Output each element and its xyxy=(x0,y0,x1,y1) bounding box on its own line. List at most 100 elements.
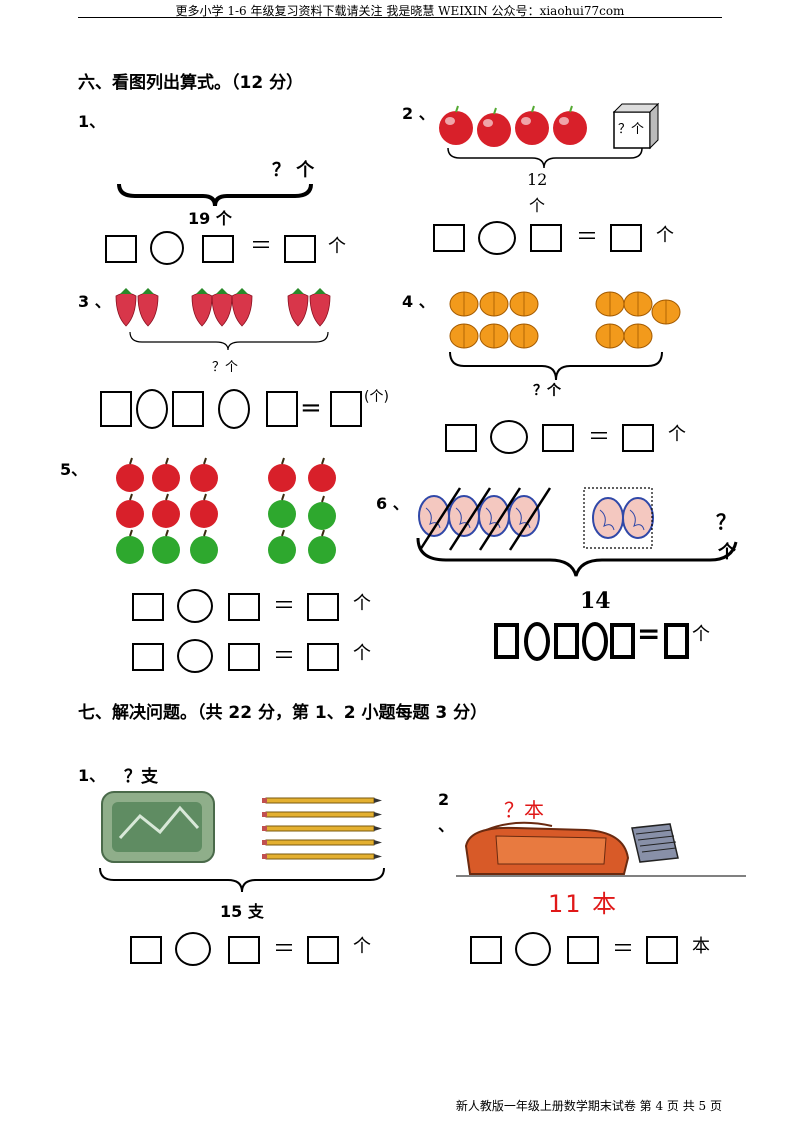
q5-row1-answer-box-1[interactable] xyxy=(132,593,164,621)
q6-eggs xyxy=(416,487,738,577)
q5-row2-equals: ＝ xyxy=(273,644,296,669)
s7-q2-answer-box-2[interactable] xyxy=(567,936,599,964)
q3-answer-box-2[interactable] xyxy=(172,391,204,427)
s7-q2-question-label: ？本 xyxy=(504,798,544,822)
q2-answer-box-2[interactable] xyxy=(530,224,562,252)
q3-number: 3 、 xyxy=(78,292,111,311)
q3-operator-circle-2[interactable] xyxy=(218,389,250,429)
q5-row1-answer-box-2[interactable] xyxy=(228,593,260,621)
q5-row2-result-box[interactable] xyxy=(307,643,339,671)
q1-brace xyxy=(117,183,313,207)
q6-operator-circle-1[interactable] xyxy=(524,622,550,661)
q1-operator-circle[interactable] xyxy=(150,231,184,265)
q1-answer-box-1[interactable] xyxy=(105,235,137,263)
schoolbag-icon xyxy=(456,821,746,877)
q5-number: 5、 xyxy=(60,460,88,479)
header-divider xyxy=(78,17,722,18)
q2-result-box[interactable] xyxy=(610,224,642,252)
q2-total-unit: 个 xyxy=(529,196,546,215)
q6-number: 6 、 xyxy=(376,494,409,513)
s7-q2-result-box[interactable] xyxy=(646,936,678,964)
q1-number: 1、 xyxy=(78,112,106,131)
q4-result-box[interactable] xyxy=(622,424,654,452)
s7-q2-equals: ＝ xyxy=(612,937,635,962)
q6-result-box[interactable] xyxy=(664,623,689,659)
q5-row1-unit: 个 xyxy=(353,593,371,614)
q6-operator-circle-2[interactable] xyxy=(582,622,608,661)
q2-operator-circle[interactable] xyxy=(478,221,516,255)
s7-q1-result-box[interactable] xyxy=(307,936,339,964)
q2-brace xyxy=(447,147,643,169)
q4-equals: ＝ xyxy=(588,425,611,450)
q4-answer-box-1[interactable] xyxy=(445,424,477,452)
q4-brace xyxy=(449,351,663,381)
s7-q1-number: 1、 xyxy=(78,766,106,785)
s7-q1-equals: ＝ xyxy=(273,937,296,962)
q4-answer-box-2[interactable] xyxy=(542,424,574,452)
q5-row1-operator-circle[interactable] xyxy=(177,589,213,623)
q3-equals: = xyxy=(300,393,322,423)
q1-result-box[interactable] xyxy=(284,235,316,263)
q2-unit: 个 xyxy=(656,225,674,246)
q4-operator-circle[interactable] xyxy=(490,420,528,454)
q6-total-label: 14 xyxy=(580,588,611,614)
box-icon xyxy=(612,102,660,150)
q2-total-label: 12 xyxy=(527,170,548,189)
apple-icon xyxy=(477,107,511,147)
page-footer: 新人教版一年级上册数学期末试卷 第 4 页 共 5 页 xyxy=(455,1099,722,1113)
apple-icon xyxy=(553,105,587,145)
section-7-title: 七、解决问题。（共 22 分，第 1、2 小题每题 3 分） xyxy=(78,703,488,723)
s7-q1-brace xyxy=(99,867,385,893)
q1-unit: 个 xyxy=(328,236,346,257)
q3-brace xyxy=(129,331,329,351)
q6-equals: = xyxy=(637,617,661,650)
q2-answer-box-1[interactable] xyxy=(433,224,465,252)
q4-number: 4 、 xyxy=(402,292,435,311)
q4-unit: 个 xyxy=(668,424,686,445)
q6-unit: 个 xyxy=(692,624,710,645)
s7-q2-number: 2 xyxy=(438,790,450,809)
q4-question-label: ？个 xyxy=(533,383,561,399)
q3-strawberries xyxy=(115,288,331,327)
q3-operator-circle-1[interactable] xyxy=(136,389,168,429)
q5-row1-equals: ＝ xyxy=(273,594,296,619)
q2-box-label: ？个 xyxy=(618,122,645,137)
q3-result-box[interactable] xyxy=(330,391,362,427)
q5-row2-answer-box-1[interactable] xyxy=(132,643,164,671)
s7-q2-unit: 本 xyxy=(692,936,710,957)
s7-q1-answer-box-2[interactable] xyxy=(228,936,260,964)
q3-question-label: ？个 xyxy=(212,360,239,375)
q6-question-unit: 个 xyxy=(718,542,736,563)
q1-question-label: ？ 个 xyxy=(272,160,315,181)
q6-answer-box-3[interactable] xyxy=(610,623,635,659)
pencil-case-icon xyxy=(101,791,215,863)
q1-equals: ＝ xyxy=(250,234,273,259)
q2-number: 2 、 xyxy=(402,104,435,123)
q2-equals: ＝ xyxy=(576,225,599,250)
q2-apples xyxy=(439,102,660,150)
q5-row1-result-box[interactable] xyxy=(307,593,339,621)
page-header: 更多小学 1-6 年级复习资料下载请关注 我是晓慧 WEIXIN 公众号：xia… xyxy=(175,4,625,18)
s7-q1-unit: 个 xyxy=(353,936,371,957)
q3-answer-box-1[interactable] xyxy=(100,391,132,427)
q5-row2-unit: 个 xyxy=(353,643,371,664)
q5-apples xyxy=(116,457,336,564)
q3-unit: (个) xyxy=(364,389,389,405)
q3-answer-box-3[interactable] xyxy=(266,391,298,427)
s7-q2-answer-box-1[interactable] xyxy=(470,936,502,964)
s7-q2-operator-circle[interactable] xyxy=(515,932,551,966)
q4-pumpkins xyxy=(449,291,681,349)
q6-answer-box-1[interactable] xyxy=(494,623,519,659)
s7-q1-question-label: ？支 xyxy=(124,767,158,787)
q6-question-mark: ？ xyxy=(716,510,736,534)
s7-q2-total-label: 11 本 xyxy=(548,890,619,918)
q5-row2-operator-circle[interactable] xyxy=(177,639,213,673)
q5-row2-answer-box-2[interactable] xyxy=(228,643,260,671)
s7-q2-number-suffix: 、 xyxy=(438,816,455,835)
apple-icon xyxy=(515,105,549,145)
q1-answer-box-2[interactable] xyxy=(202,235,234,263)
s7-q1-operator-circle[interactable] xyxy=(175,932,211,966)
apple-icon xyxy=(439,105,473,145)
q6-answer-box-2[interactable] xyxy=(554,623,579,659)
s7-q1-answer-box-1[interactable] xyxy=(130,936,162,964)
